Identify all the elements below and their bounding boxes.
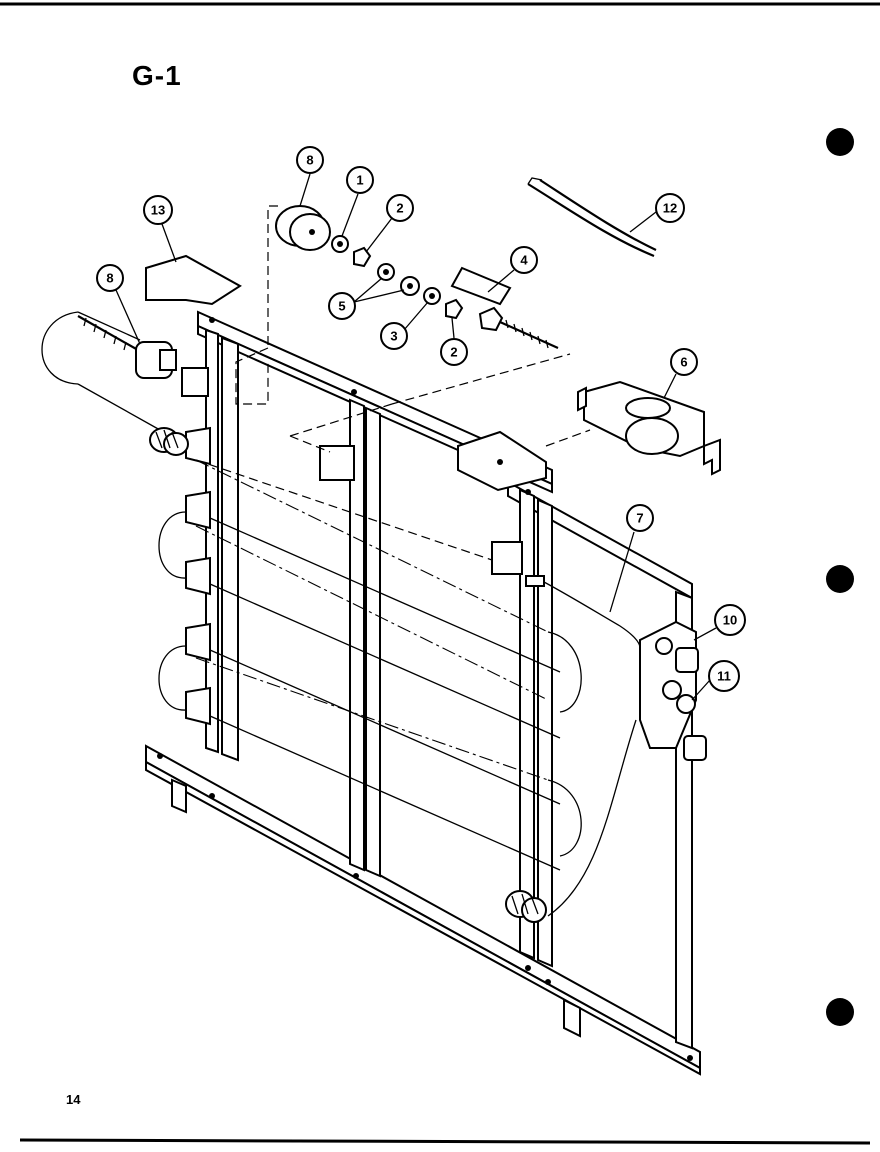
callout-11-label: 11 <box>717 669 731 684</box>
part-2-nut-lower <box>445 298 464 320</box>
callout-7 <box>626 504 654 532</box>
springs <box>149 427 547 923</box>
callout-9-label: 8 <box>106 271 113 286</box>
callout-6 <box>670 348 698 376</box>
binder-hole-top <box>826 128 854 156</box>
callout-10 <box>714 604 746 636</box>
callout-8-label: 8 <box>306 153 313 168</box>
callout-1 <box>346 166 374 194</box>
part-1-washer <box>331 235 349 253</box>
part-12-tube <box>527 177 657 258</box>
callout-13 <box>143 195 173 225</box>
left-foot <box>171 778 187 814</box>
part-8-bumper <box>275 205 331 251</box>
callout-12-label: 12 <box>663 201 677 216</box>
condenser-frame <box>145 254 701 1076</box>
callout-11 <box>708 660 740 692</box>
right-foot <box>563 998 581 1038</box>
diagram-title: G-1 <box>132 60 182 91</box>
callout-7-label: 7 <box>636 511 643 526</box>
part-3-lockwasher <box>423 287 441 305</box>
part-9-control <box>77 315 177 379</box>
callout-5-label: 5 <box>338 299 345 314</box>
callout-2b-label: 2 <box>450 345 457 360</box>
tab-5 <box>185 686 211 726</box>
coil-bend-1 <box>41 311 79 385</box>
tab-2 <box>185 490 211 530</box>
callout-8 <box>296 146 324 174</box>
callout-3 <box>380 322 408 350</box>
callout-2b <box>440 338 468 366</box>
part-7-capillary <box>525 575 641 917</box>
coil-tube-1 <box>77 311 141 341</box>
coil-tube-5 <box>209 649 561 805</box>
coil-tube-3 <box>209 517 561 673</box>
bottom-border-line <box>19 1138 871 1145</box>
callout-10-label: 10 <box>723 613 737 628</box>
left-post-inner <box>221 336 239 762</box>
binder-hole-bottom <box>826 998 854 1026</box>
callout-6-label: 6 <box>680 355 687 370</box>
callout-5 <box>328 292 356 320</box>
coil-bend-2 <box>158 511 187 579</box>
part-4-bolt <box>478 306 559 350</box>
coil-bend-5 <box>547 779 582 857</box>
bracket-4-plate <box>450 266 512 306</box>
callout-9 <box>96 264 124 292</box>
callout-1-label: 1 <box>356 173 363 188</box>
callout-13-label: 13 <box>151 203 165 218</box>
coil-tubes <box>41 311 582 871</box>
coil-bend-3 <box>158 645 187 711</box>
callout-2a-label: 2 <box>396 201 403 216</box>
coil-centerline-2 <box>195 525 549 701</box>
bottom-rail <box>145 744 701 1070</box>
window-left <box>181 367 209 397</box>
callout-4 <box>510 246 538 274</box>
coil-bend-4 <box>547 631 582 713</box>
center-post-a <box>349 398 365 872</box>
coil-tube-4 <box>209 583 561 739</box>
tab-4 <box>185 622 211 662</box>
binder-hole-middle <box>826 565 854 593</box>
coil-centerline-3 <box>195 657 549 781</box>
callouts: 8 1 2 13 12 4 8 <box>96 146 746 701</box>
part-2-nut-upper <box>353 246 372 268</box>
center-post-b <box>365 406 381 878</box>
window-right <box>491 541 523 575</box>
bracket-13-plate <box>145 254 242 306</box>
callout-3-label: 3 <box>390 329 397 344</box>
coil-tube-6 <box>209 715 561 871</box>
assembly-guides <box>195 205 591 561</box>
page-number: 14 <box>66 1092 81 1107</box>
coil-tube-2 <box>77 383 161 431</box>
rivets <box>157 317 693 1061</box>
callout-2a <box>386 194 414 222</box>
bottom-rail-edge <box>145 760 701 1076</box>
right-post-b <box>537 498 553 968</box>
callout-4-label: 4 <box>520 253 528 268</box>
coil-centerline-1 <box>195 459 549 633</box>
part-6-bracket <box>577 380 721 476</box>
window-center <box>319 445 355 481</box>
tab-3 <box>185 556 211 596</box>
part-5-washers <box>377 263 420 296</box>
tab-1 <box>185 426 211 466</box>
part-11-fitting <box>662 680 696 714</box>
callout-12 <box>655 193 685 223</box>
